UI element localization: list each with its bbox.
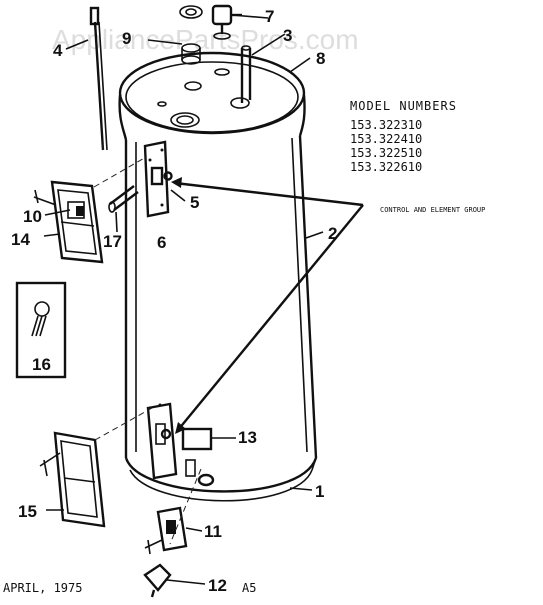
- callout-2: 2: [328, 224, 337, 243]
- callout-7: 7: [265, 7, 274, 26]
- callout-14: 14: [11, 230, 30, 249]
- callout-12: 12: [208, 576, 227, 595]
- top-fittings: [157, 68, 250, 128]
- model-numbers-heading: MODEL NUMBERS: [350, 99, 457, 113]
- watermark: AppliancePartsPros.com: [52, 24, 359, 55]
- lower-access-cover: [39, 431, 106, 528]
- fitting-nipple: [179, 5, 203, 65]
- screw-inset: [15, 281, 67, 379]
- callout-3: 3: [283, 26, 292, 45]
- upper-access-cover: [33, 180, 104, 264]
- model-number-4: 153.322610: [350, 160, 422, 174]
- callout-6: 6: [157, 233, 166, 252]
- anode-rod: [89, 6, 108, 151]
- callout-15: 15: [18, 502, 37, 521]
- callout-5: 5: [190, 193, 199, 212]
- callout-11: 11: [204, 522, 222, 541]
- model-number-1: 153.322310: [350, 118, 422, 132]
- model-number-3: 153.322510: [350, 146, 422, 160]
- group-arrows: [171, 177, 364, 434]
- callout-16: 16: [32, 355, 51, 374]
- callout-leaders: [43, 14, 324, 585]
- control-element-group-label: CONTROL AND ELEMENT GROUP: [380, 206, 485, 214]
- upper-thermostat-assembly: [143, 140, 173, 218]
- dip-tube: [240, 45, 252, 103]
- drain-fitting: [185, 459, 215, 487]
- callout-4: 4: [53, 41, 63, 60]
- model-numbers-block: MODEL NUMBERS 153.322310 153.322410 153.…: [350, 99, 457, 174]
- dashed-leaders: [93, 144, 202, 545]
- callout-9: 9: [122, 29, 131, 48]
- tank-body: [118, 51, 318, 502]
- drain-bracket: [144, 506, 188, 555]
- model-number-2: 153.322410: [350, 132, 422, 146]
- footer-page-code: A5: [242, 581, 256, 595]
- heating-element-upper: [108, 185, 139, 213]
- drain-valve: [143, 563, 172, 598]
- callout-1: 1: [315, 482, 324, 501]
- insulation-pad: [181, 427, 213, 451]
- footer-date: APRIL, 1975: [3, 581, 82, 595]
- callout-8: 8: [316, 49, 325, 68]
- callout-17: 17: [103, 232, 122, 251]
- callout-10: 10: [23, 207, 42, 226]
- callout-13: 13: [238, 428, 257, 447]
- lower-thermostat-assembly: [146, 402, 178, 480]
